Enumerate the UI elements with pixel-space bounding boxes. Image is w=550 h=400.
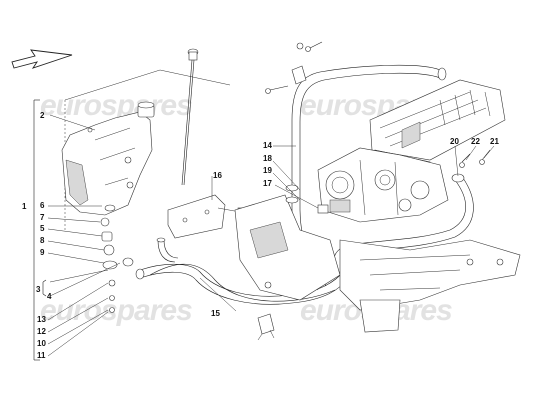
callout-labels: 1 2 3 4 5 6 7 8 9 10 11 12 13 14 15 16 1… <box>22 111 499 360</box>
callout-4: 4 <box>47 292 52 301</box>
callout-13: 13 <box>37 315 46 324</box>
callout-3: 3 <box>36 285 41 294</box>
callout-14: 14 <box>263 141 272 150</box>
callout-8: 8 <box>40 236 45 245</box>
callout-19: 19 <box>263 166 272 175</box>
callout-11: 11 <box>37 351 46 360</box>
callout-5: 5 <box>40 224 45 233</box>
callout-12: 12 <box>37 327 46 336</box>
callout-9: 9 <box>40 248 45 257</box>
watermark-bottom-left: eurospares <box>40 294 192 327</box>
callout-17: 17 <box>263 179 272 188</box>
leader-lines <box>47 114 495 357</box>
engine-subframe <box>234 194 521 333</box>
reference-bracket <box>33 99 47 361</box>
callout-16: 16 <box>213 171 222 180</box>
callout-22: 22 <box>471 137 480 146</box>
oil-reservoir-tank <box>61 101 155 216</box>
callout-6: 6 <box>40 201 45 210</box>
union-fittings-17-19 <box>285 184 329 214</box>
front-direction-arrow-icon <box>11 49 73 69</box>
callout-18: 18 <box>263 154 272 163</box>
callout-1: 1 <box>22 202 27 211</box>
callout-21: 21 <box>490 137 499 146</box>
oil-pump-assembly <box>317 147 449 223</box>
callout-20: 20 <box>450 137 459 146</box>
top-fittings <box>265 41 323 94</box>
hose-clip <box>257 313 275 341</box>
callout-2: 2 <box>40 111 45 120</box>
fittings-column <box>100 204 134 313</box>
watermark-top-left: eurospares <box>40 89 192 122</box>
banjo-fittings-20-22 <box>459 149 491 168</box>
callout-10: 10 <box>37 339 46 348</box>
dipstick <box>181 48 199 186</box>
oil-hose-15 <box>135 237 351 305</box>
callout-15: 15 <box>211 309 220 318</box>
callout-7: 7 <box>40 213 45 222</box>
support-bracket-16 <box>167 194 247 239</box>
